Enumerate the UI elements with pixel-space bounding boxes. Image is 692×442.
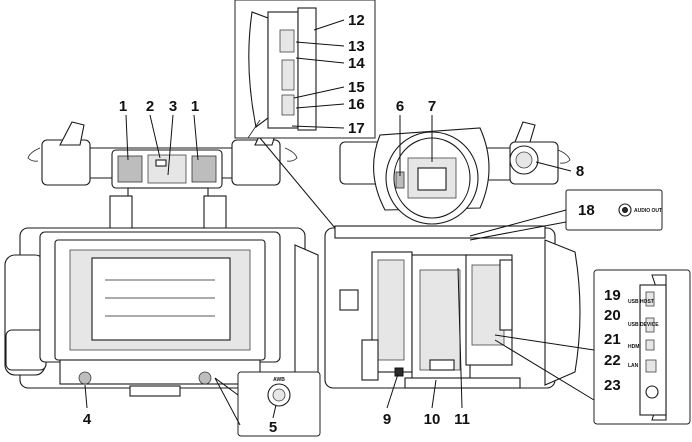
handle-detail-inset: 12 13 14 15 16 17 (234, 0, 396, 301)
callout-18: 18 (578, 202, 595, 219)
microphone-grille-left (117, 155, 143, 183)
callout-17: 17 (348, 120, 365, 137)
callout-6: 6 (396, 98, 404, 115)
microphone-grille-right (191, 155, 217, 183)
callout-20: 20 (604, 307, 621, 324)
callout-4: 4 (83, 411, 92, 428)
callout-22: 22 (604, 352, 621, 369)
callout-13: 13 (348, 38, 365, 55)
usb-host-label: USB HOST (628, 299, 654, 305)
callout-14: 14 (348, 55, 365, 72)
rear-view-camera (324, 121, 581, 389)
awb-button-label: AWB (273, 377, 285, 383)
callout-15: 15 (348, 79, 365, 96)
callout-5: 5 (269, 419, 277, 436)
lan-label: LAN (628, 363, 639, 369)
callout-16: 16 (348, 96, 365, 113)
callout-7: 7 (428, 98, 436, 115)
callout-10: 10 (424, 411, 441, 428)
callout-11: 11 (454, 411, 470, 428)
callout-12: 12 (348, 12, 365, 29)
callout-3: 3 (169, 98, 177, 115)
awb-inset: AWB (214, 371, 321, 437)
callout-23: 23 (604, 377, 621, 394)
front-view-camera (4, 121, 319, 397)
hdmi-label: HDMI (628, 344, 641, 350)
callout-8: 8 (576, 163, 584, 180)
callout-2: 2 (146, 98, 154, 115)
audio-out-label: AUDIO OUT (634, 208, 662, 214)
usb-device-label: USB DEVICE (628, 322, 659, 328)
terminal-inset: USB HOST USB DEVICE HDMI LAN 19 20 21 22… (494, 269, 691, 425)
rear-view-callouts: 6 7 8 9 10 11 (383, 98, 584, 428)
callout-21: 21 (604, 331, 621, 348)
callout-1-right: 1 (191, 98, 199, 115)
callout-1-left: 1 (119, 98, 127, 115)
front-view-callouts: 1 2 3 1 4 5 (83, 98, 277, 436)
callout-9: 9 (383, 411, 391, 428)
audio-out-inset: 18 AUDIO OUT (469, 189, 663, 241)
callout-19: 19 (604, 287, 621, 304)
